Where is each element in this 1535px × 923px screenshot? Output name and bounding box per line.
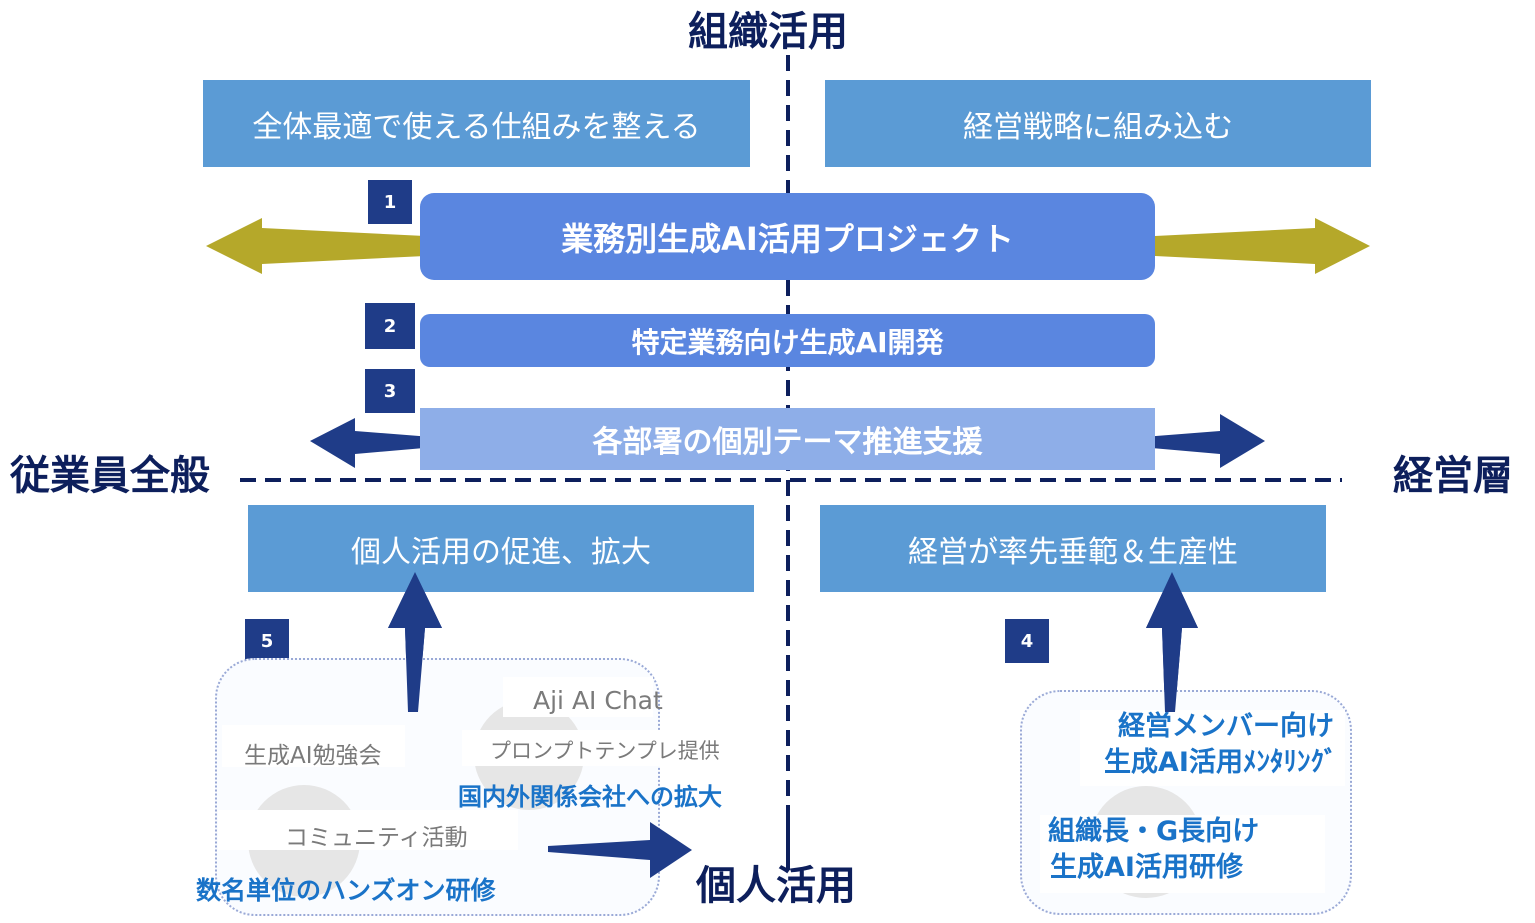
cluster-5-item-prompt-templates: プロンプトテンプレ提供 xyxy=(490,739,720,763)
label-strip xyxy=(1080,710,1345,786)
axis-label-left: 従業員全般 xyxy=(10,453,210,499)
label-strip xyxy=(462,730,662,766)
goal-top-right: 経営戦略に組み込む xyxy=(825,80,1371,167)
cluster-5-item-aji-ai-chat: Aji AI Chat xyxy=(533,686,663,715)
initiative-bar-1: 業務別生成AI活用プロジェクト xyxy=(420,193,1155,280)
initiative-bar-3: 各部署の個別テーマ推進支援 xyxy=(420,408,1155,470)
badge-4: 4 xyxy=(1004,618,1050,664)
badge-2: 2 xyxy=(364,302,416,350)
goal-top-left: 全体最適で使える仕組みを整える xyxy=(203,80,750,167)
label-strip xyxy=(222,725,405,767)
cluster-4-item-manager-training-line2: 生成AI活用研修 xyxy=(1050,852,1243,883)
axis-label-top: 組織活用 xyxy=(686,9,850,55)
cluster-4-item-manager-training-line1: 組織長・G長向け xyxy=(1048,816,1260,847)
badge-1: 1 xyxy=(367,179,413,225)
cluster-4-item-exec-mentoring-line1: 経営メンバー向け xyxy=(1118,711,1334,742)
cluster-5-item-affiliate-expansion: 国内外関係会社への拡大 xyxy=(458,783,722,811)
axis-label-right: 経営層 xyxy=(1393,453,1513,499)
olive-right-arrow-icon xyxy=(1155,218,1370,274)
cluster-5-item-hands-on-training: 数名単位のハンズオン研修 xyxy=(196,876,496,905)
cluster-5-item-community: コミュニティ活動 xyxy=(285,825,468,851)
initiative-bar-2: 特定業務向け生成AI開発 xyxy=(420,314,1155,367)
goal-bottom-right: 経営が率先垂範＆生産性 xyxy=(820,505,1326,592)
axis-label-bottom: 個人活用 xyxy=(696,863,856,909)
olive-left-arrow-icon xyxy=(206,218,425,274)
goal-bottom-left: 個人活用の促進、拡大 xyxy=(248,505,754,592)
label-strip xyxy=(503,677,653,717)
label-strip xyxy=(1040,815,1325,893)
cluster-5-item-study-group: 生成AI勉強会 xyxy=(244,743,382,769)
label-strip xyxy=(218,810,518,850)
cluster-4-item-exec-mentoring-line2: 生成AI活用ﾒﾝﾀﾘﾝｸﾞ xyxy=(1104,747,1338,778)
badge-5: 5 xyxy=(244,618,290,664)
badge-3: 3 xyxy=(364,368,416,414)
